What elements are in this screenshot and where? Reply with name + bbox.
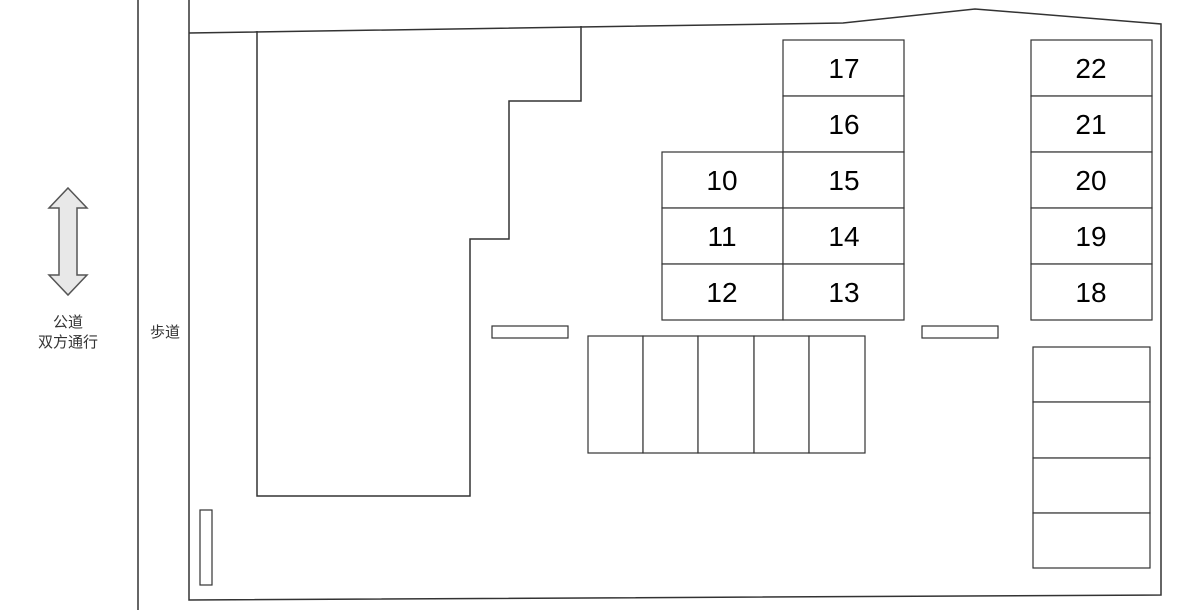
unnumbered-space[interactable] (1032, 512, 1151, 569)
space-20-label: 20 (1075, 165, 1106, 196)
space-12-label: 12 (706, 277, 737, 308)
space-19-label: 19 (1075, 221, 1106, 252)
space-12[interactable]: 12 (661, 263, 784, 321)
sidewalk-label: 歩道 (150, 323, 180, 341)
road-label-line2: 双方通行 (38, 333, 98, 351)
space-22-label: 22 (1075, 53, 1106, 84)
road-label-line1: 公道 (53, 313, 83, 331)
space-18-label: 18 (1075, 277, 1106, 308)
space-10-label: 10 (706, 165, 737, 196)
space-21-label: 21 (1075, 109, 1106, 140)
entrance-post (199, 509, 213, 586)
space-16-label: 16 (828, 109, 859, 140)
space-14-label: 14 (828, 221, 859, 252)
space-22[interactable]: 22 (1030, 39, 1153, 97)
space-15[interactable]: 15 (782, 151, 905, 209)
space-17[interactable]: 17 (782, 39, 905, 97)
lot-boundary (188, 0, 1162, 601)
space-10[interactable]: 10 (661, 151, 784, 209)
space-19[interactable]: 19 (1030, 207, 1153, 265)
unnumbered-space[interactable] (808, 335, 866, 454)
unnumbered-space[interactable] (642, 335, 699, 454)
space-11-label: 11 (707, 221, 736, 252)
unnumbered-space[interactable] (697, 335, 755, 454)
space-17-label: 17 (828, 53, 859, 84)
unnumbered-space[interactable] (1032, 346, 1151, 403)
barrier-right (921, 325, 999, 339)
space-14[interactable]: 14 (782, 207, 905, 265)
building-outline (256, 26, 582, 497)
space-21[interactable]: 21 (1030, 95, 1153, 153)
unnumbered-space[interactable] (1032, 457, 1151, 514)
space-11[interactable]: 11 (661, 207, 784, 265)
unnumbered-space[interactable] (1032, 401, 1151, 459)
double-vertical-arrow-icon (47, 186, 89, 297)
space-18[interactable]: 18 (1030, 263, 1153, 321)
space-20[interactable]: 20 (1030, 151, 1153, 209)
space-13[interactable]: 13 (782, 263, 905, 321)
unnumbered-space[interactable] (587, 335, 644, 454)
space-16[interactable]: 16 (782, 95, 905, 153)
space-15-label: 15 (828, 165, 859, 196)
unnumbered-space[interactable] (753, 335, 810, 454)
barrier-left (491, 325, 569, 339)
space-13-label: 13 (828, 277, 859, 308)
